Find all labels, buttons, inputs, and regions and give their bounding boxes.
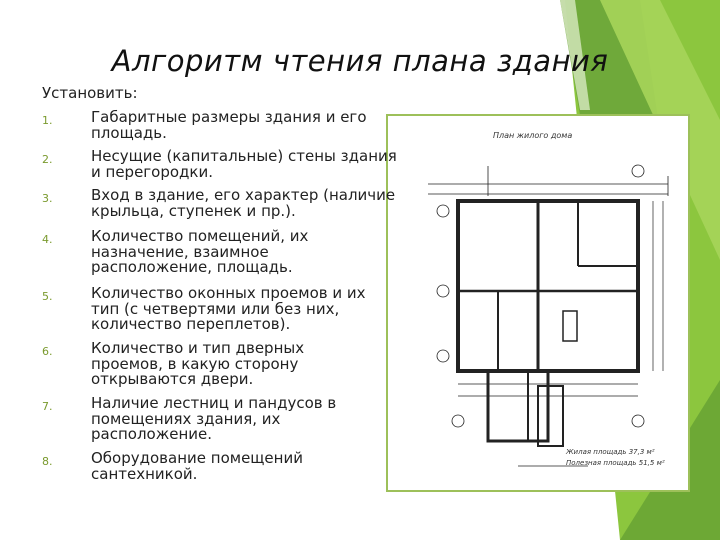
plan-note-useful-area: Полезная площадь 51,5 м²	[566, 459, 665, 467]
item-number: 7.	[42, 400, 53, 413]
item-text: Количество оконных проемов и их тип (с ч…	[91, 284, 366, 333]
intro-label: Установить:	[42, 84, 138, 102]
floor-plan-drawing: План жилого дома	[428, 131, 669, 467]
slide-title: Алгоритм чтения плана здания	[111, 44, 609, 78]
item-text: Количество помещений, их назначение, вза…	[91, 227, 309, 276]
item-text: Наличие лестниц и пандусов в помещениях …	[91, 394, 337, 443]
plan-note-living-area: Жилая площадь 37,3 м²	[565, 448, 655, 456]
item-text: Вход в здание, его характер (наличие кры…	[91, 186, 396, 220]
item-number: 2.	[42, 153, 53, 166]
floor-plan-image: План жилого дома	[386, 114, 690, 492]
item-number: 1.	[42, 114, 53, 127]
plan-caption: План жилого дома	[493, 131, 572, 140]
item-text: Количество и тип дверных проемов, в каку…	[91, 339, 305, 388]
item-text: Несущие (капитальные) стены здания и пер…	[91, 147, 397, 181]
item-text: Оборудование помещений сантехникой.	[91, 449, 303, 483]
item-text: Габаритные размеры здания и его площадь.	[91, 108, 367, 142]
item-number: 3.	[42, 192, 53, 205]
item-number: 8.	[42, 455, 53, 468]
item-number: 6.	[42, 345, 53, 358]
item-number: 4.	[42, 233, 53, 246]
item-number: 5.	[42, 290, 53, 303]
